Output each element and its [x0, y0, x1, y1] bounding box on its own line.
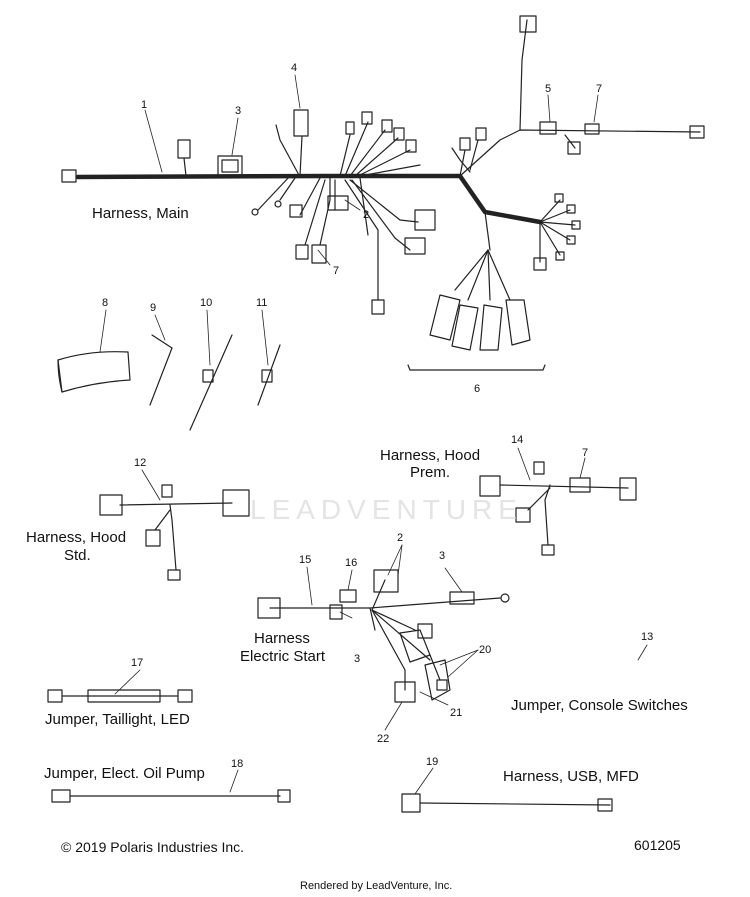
callout-9: 9 — [150, 302, 157, 314]
callout-22: 22 — [377, 733, 390, 745]
callout-4: 4 — [291, 62, 298, 74]
callout-5: 5 — [545, 83, 552, 95]
label-harness-hood-prem-line1: Harness, Hood — [380, 447, 481, 464]
label-harness-usb: Harness, USB, MFD — [503, 768, 639, 785]
callout-10: 10 — [200, 297, 213, 309]
label-jumper-oil-pump: Jumper, Elect. Oil Pump — [44, 765, 205, 782]
copyright: © 2019 Polaris Industries Inc. — [61, 839, 245, 855]
callout-2: 2 — [397, 532, 404, 544]
callout-3: 3 — [439, 550, 446, 562]
label-jumper-taillight: Jumper, Taillight, LED — [45, 711, 190, 728]
label-harness-hood-std-line1: Harness, Hood — [26, 529, 127, 546]
callout-17: 17 — [131, 657, 144, 669]
label-harness-electric-start-line2: Electric Start — [240, 648, 326, 665]
hood-std-harness — [99, 484, 250, 581]
callout-13: 13 — [641, 631, 654, 643]
callout-20: 20 — [479, 644, 492, 656]
label-harness-hood-prem-line2: Prem. — [410, 464, 451, 481]
callout-19: 19 — [426, 756, 439, 768]
callout-3: 3 — [354, 653, 361, 665]
callout-8: 8 — [102, 297, 109, 309]
diagram-number: 601205 — [634, 837, 681, 853]
callout-18: 18 — [231, 758, 244, 770]
callout-12: 12 — [134, 457, 147, 469]
rendered-by: Rendered by LeadVenture, Inc. — [300, 880, 453, 892]
electric-start-harness — [257, 569, 510, 703]
label-harness-hood-std-line2: Std. — [64, 547, 91, 564]
label-harness-main: Harness, Main — [92, 205, 189, 222]
callout-3: 3 — [235, 105, 242, 117]
callout-7: 7 — [333, 265, 340, 277]
callout-7: 7 — [596, 83, 603, 95]
small-parts — [57, 334, 281, 431]
callout-1: 1 — [141, 99, 148, 111]
callout-14: 14 — [511, 434, 524, 446]
callout-21: 21 — [450, 707, 463, 719]
callout-6: 6 — [474, 383, 481, 395]
main-harness — [61, 15, 705, 371]
jumpers — [47, 629, 613, 813]
watermark: LEADVENTURE — [250, 494, 523, 525]
callout-15: 15 — [299, 554, 312, 566]
callout-2: 2 — [363, 209, 370, 221]
leader-lines — [99, 74, 648, 795]
label-harness-electric-start-line1: Harness — [254, 630, 310, 647]
callout-7: 7 — [582, 447, 589, 459]
callout-16: 16 — [345, 557, 358, 569]
callout-11: 11 — [256, 297, 268, 309]
label-jumper-console-switches: Jumper, Console Switches — [511, 697, 688, 714]
hood-prem-harness — [479, 461, 637, 556]
